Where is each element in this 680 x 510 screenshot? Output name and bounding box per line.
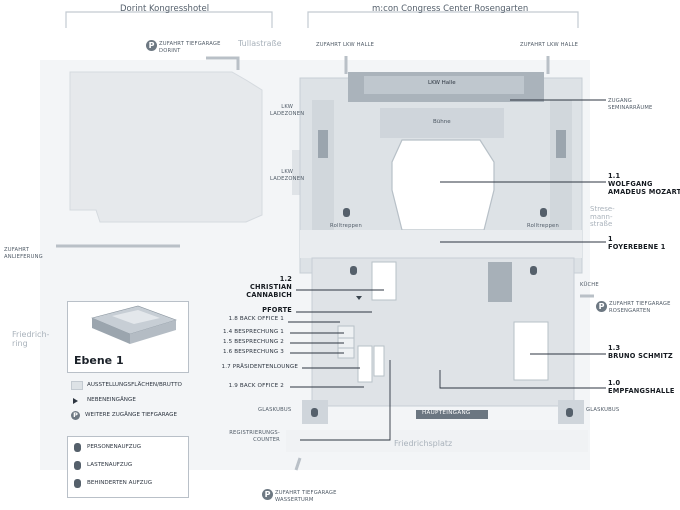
accessible-lift-icon <box>530 266 537 275</box>
parking-icon: P <box>262 489 273 500</box>
rosengarten-heading: m:con Congress Center Rosengarten <box>372 4 529 14</box>
legend-passenger-lift: PERSONENAUFZUG <box>87 444 142 450</box>
zugang-seminarraeume-label: ZUGANG SEMINARRÄUME <box>608 98 653 111</box>
legend-exhibition: AUSSTELLUNGSFLÄCHEN/BRUTTO <box>87 382 182 388</box>
besprechung-2-label: 1.5 BESPRECHUNG 2 <box>222 339 284 345</box>
access-anlieferung: ZUFAHRT ANLIEFERUNG <box>4 247 43 260</box>
rolltreppen-right-label: Rolltreppen <box>527 223 559 229</box>
haupteingang-label: HAUPTEINGANG <box>422 410 471 416</box>
exhibition-swatch <box>71 381 83 390</box>
empfangshalle-name: EMPFANGSHALLE <box>608 387 675 395</box>
street-friedrichsring: Friedrich- ring <box>12 330 50 349</box>
access-tiefgarage-rosengarten: ZUFAHRT TIEFGARAGE ROSENGARTEN <box>609 301 671 314</box>
legend-side-entrances: NEBENEINGÄNGE <box>87 397 136 403</box>
mozart-number: 1.1 <box>608 172 621 180</box>
access-tiefgarage-wasserturm: ZUFAHRT TIEFGARAGE WASSERTURM <box>275 490 337 503</box>
foyer-band <box>300 230 582 258</box>
legend-further-access: WEITERE ZUGÄNGE TIEFGARAGE <box>85 412 178 418</box>
back-office-1-label: 1.8 BACK OFFICE 1 <box>228 316 284 322</box>
access-lkw-halle-right: ZUFAHRT LKW HALLE <box>520 42 579 48</box>
entrance-arrow-icon <box>73 398 78 404</box>
level-card: Ebene 1 <box>67 301 189 373</box>
passenger-lift-icon <box>343 208 350 217</box>
freight-lift-icon <box>311 408 318 417</box>
besprechung-3-label: 1.6 BESPRECHUNG 3 <box>222 349 284 355</box>
mozart-hall-shape <box>391 139 495 231</box>
freight-lift-icon <box>74 461 81 470</box>
entrance-arrows <box>356 296 362 300</box>
parking-icon: P <box>596 301 607 312</box>
besprechung-1-label: 1.4 BESPRECHUNG 1 <box>222 329 284 335</box>
glaskubus-left-label: GLASKUBUS <box>258 407 292 413</box>
lkw-ladezonen-upper: LKW LADEZONEN <box>270 104 305 117</box>
lift-legend-card <box>67 436 189 498</box>
parking-icon: P <box>146 40 157 51</box>
foyer-name: FOYEREBENE 1 <box>608 243 666 251</box>
accessible-lift-icon <box>350 266 357 275</box>
accessible-lift-icon <box>74 479 81 488</box>
legend-freight-lift: LASTENAUFZUG <box>87 462 133 468</box>
lkw-ladezonen-lower: LKW LADEZONEN <box>270 169 305 182</box>
mozart-name: WOLFGANG AMADEUS MOZART <box>608 180 680 196</box>
access-lkw-halle-left: ZUFAHRT LKW HALLE <box>316 42 375 48</box>
dorint-hotel-footprint <box>69 71 263 223</box>
access-arrows <box>56 56 594 471</box>
back-office-2-label: 1.9 BACK OFFICE 2 <box>228 383 284 389</box>
passenger-lift-icon <box>540 208 547 217</box>
praesidentenlounge-label: 1.7 PRÄSIDENTENLOUNGE <box>221 364 298 370</box>
freight-lift-icon <box>566 408 573 417</box>
buehne-label: Bühne <box>433 119 451 125</box>
leader-lines <box>288 99 606 441</box>
parking-icon: P <box>71 411 80 420</box>
lkw-halle-label: LKW Halle <box>428 80 456 86</box>
access-tiefgarage-dorint: ZUFAHRT TIEFGARAGE DORINT <box>159 41 221 54</box>
dorint-hotel-heading: Dorint Kongresshotel <box>120 4 210 14</box>
schmitz-name: BRUNO SCHMITZ <box>608 352 673 360</box>
schmitz-number: 1.3 <box>608 344 621 352</box>
street-stresemannstrasse: Strese- mann- straße <box>590 205 615 229</box>
foyer-number: 1 <box>608 235 613 243</box>
empfangshalle-number: 1.0 <box>608 379 621 387</box>
rolltreppen-left-label: Rolltreppen <box>330 223 362 229</box>
haupteingang-bar <box>416 410 488 419</box>
passenger-lift-icon <box>74 443 81 452</box>
building-3d-icon <box>91 305 177 344</box>
legend-accessible-lift: BEHINDERTEN AUFZUG <box>87 480 153 486</box>
kueche-label: KÜCHE <box>580 282 599 288</box>
pforte-label: PFORTE <box>262 306 292 314</box>
street-tullastrasse: Tullastraße <box>238 39 282 48</box>
glaskubus-right-label: GLASKUBUS <box>586 407 620 413</box>
level-title: Ebene 1 <box>74 354 124 367</box>
street-friedrichsplatz: Friedrichsplatz <box>394 439 453 448</box>
registrierungscounter-label: REGISTRIERUNGS- COUNTER <box>229 430 280 443</box>
cannabich-number: 1.2 <box>279 275 292 283</box>
cannabich-name: CHRISTIAN CANNABICH <box>246 283 292 299</box>
